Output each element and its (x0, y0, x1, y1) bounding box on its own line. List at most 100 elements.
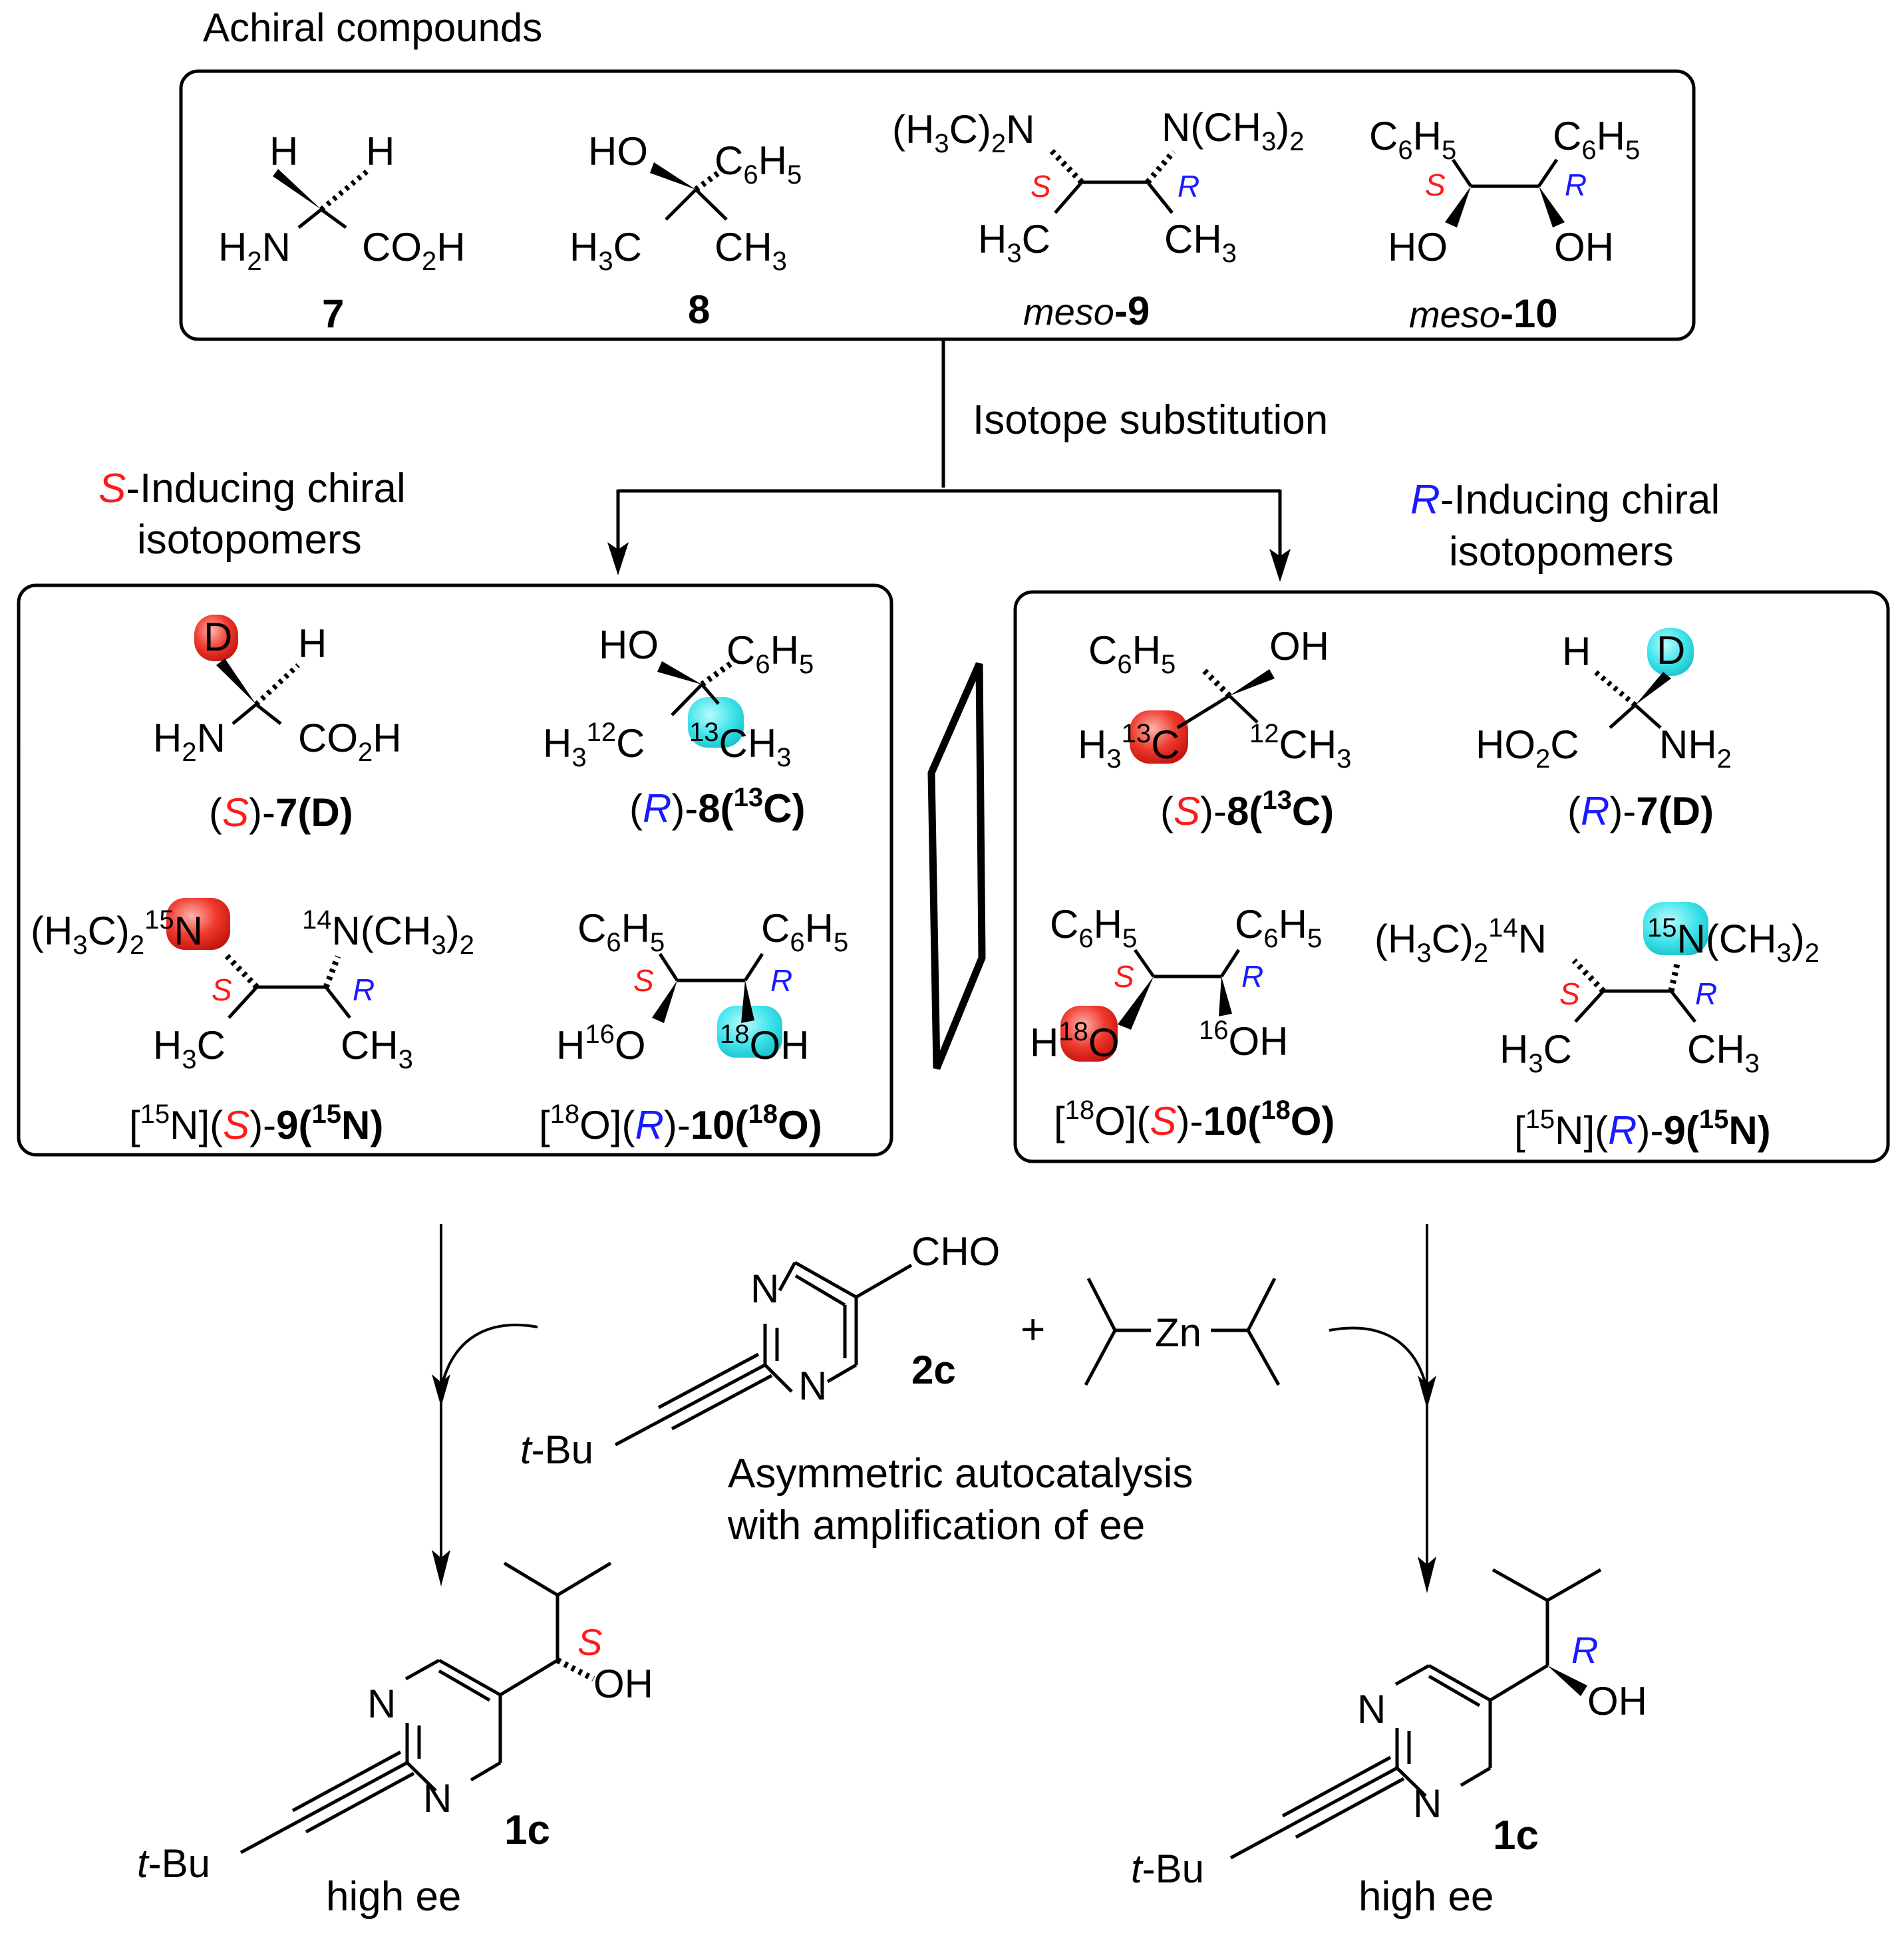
svg-text:C6H5: C6H5 (577, 906, 665, 957)
svg-text:(H3C)215N: (H3C)215N (31, 905, 203, 960)
svg-text:13CH3: 13CH3 (689, 718, 791, 772)
compound-meso-10-label: meso-10 (1409, 291, 1558, 336)
svg-text:HO: HO (1388, 225, 1448, 269)
s-isotopomer-8-13C: HO C6H5 H312C 13CH3 (R)-8(13C) (543, 623, 814, 831)
svg-text:C6H5: C6H5 (1235, 902, 1322, 953)
svg-text:18OH: 18OH (720, 1020, 810, 1068)
svg-text:R: R (1241, 959, 1263, 994)
svg-text:H3C: H3C (153, 1023, 226, 1074)
r-inducing-heading: R-Inducing chiral (1410, 477, 1720, 523)
compound-7: H H H2N CO2H 7 (218, 129, 466, 336)
svg-text:CO2H: CO2H (362, 225, 466, 276)
svg-text:CO2H: CO2H (298, 716, 402, 767)
svg-text:S: S (577, 1621, 602, 1663)
compound-8: HO C6H5 H3C CH3 8 (569, 129, 802, 332)
svg-text:R: R (1695, 976, 1717, 1011)
r-isotopomer-7D-label: (R)-7(D) (1567, 789, 1714, 833)
svg-text:CH3: CH3 (714, 225, 787, 276)
svg-text:C6H5: C6H5 (726, 628, 814, 679)
svg-text:N: N (367, 1682, 396, 1726)
svg-text:R: R (770, 963, 792, 998)
r-isotopomer-7D: D H HO2C NH2 (R)-7(D) (1476, 628, 1732, 833)
r-isotopomer-9-15N: (H3C)214N 15N(CH3)2 S R H3C CH3 [15N](R)… (1374, 902, 1820, 1153)
isotope-substitution-label: Isotope substitution (973, 397, 1328, 443)
svg-text:12CH3: 12CH3 (1249, 719, 1351, 774)
svg-text:R: R (1178, 169, 1199, 204)
product-1c-s-note: high ee (326, 1874, 461, 1920)
svg-text:H16O: H16O (556, 1020, 646, 1068)
autocatalysis-caption-2: with amplification of ee (727, 1503, 1145, 1549)
svg-text:H: H (366, 129, 395, 174)
svg-text:14N(CH3)2: 14N(CH3)2 (302, 905, 474, 960)
product-1c-r: OH R N N t-Bu 1c high ee (1131, 1568, 1647, 1920)
product-1c-r-label: 1c (1493, 1813, 1539, 1859)
svg-text:(H3C)2N: (H3C)2N (892, 107, 1034, 158)
s-isotopomer-box (17, 583, 893, 1157)
r-inducing-heading-2: isotopomers (1449, 529, 1674, 575)
svg-text:16OH: 16OH (1199, 1016, 1289, 1064)
s-isotopomer-9-15N: (H3C)215N 14N(CH3)2 S R H3C CH3 [15N](S)… (31, 898, 474, 1147)
r-isotopomer-box (1013, 590, 1890, 1163)
svg-text:S: S (212, 972, 232, 1007)
svg-text:R: R (1565, 168, 1587, 202)
s-isotopomer-7D: D H H2N CO2H (S)-7(D) (153, 615, 402, 835)
oxygen18-highlight-red (1060, 1006, 1118, 1062)
aldehyde-2c: N N CHO t-Bu 2c (520, 1229, 1000, 1472)
s-isotopomer-9-15N-label: [15N](S)-9(15N) (129, 1100, 383, 1147)
s-isotopomer-10-18O-label: [18O](R)-10(18O) (539, 1100, 822, 1147)
svg-text:HO2C: HO2C (1476, 722, 1579, 774)
carbon13-highlight (688, 697, 744, 748)
svg-text:H: H (298, 621, 327, 666)
svg-text:D: D (1657, 628, 1685, 672)
svg-text:D: D (204, 615, 232, 659)
svg-text:R: R (1571, 1629, 1598, 1671)
s-isotopomer-7D-label: (S)-7(D) (209, 790, 353, 835)
svg-text:H3C: H3C (978, 217, 1050, 268)
svg-text:S: S (1425, 168, 1446, 202)
svg-text:C6H5: C6H5 (1553, 114, 1640, 165)
svg-text:H: H (1562, 629, 1591, 674)
compound-meso-9: (H3C)2N N(CH3)2 S R H3C CH3 meso-9 (892, 105, 1304, 333)
compound-7-label: 7 (322, 291, 344, 336)
svg-text:R: R (353, 972, 375, 1007)
svg-text:15N(CH3)2: 15N(CH3)2 (1647, 913, 1820, 968)
svg-text:N: N (423, 1776, 452, 1821)
r-isotopomer-8-13C: C6H5 OH H313C 12CH3 (S)-8(13C) (1078, 624, 1351, 833)
mirror-plane (927, 662, 986, 1070)
compound-8-label: 8 (688, 287, 710, 332)
r-isotopomer-10-18O-label: [18O](S)-10(18O) (1054, 1096, 1335, 1143)
svg-text:CH3: CH3 (1164, 217, 1237, 268)
svg-text:CH3: CH3 (1687, 1027, 1760, 1078)
carbon13-highlight-red (1130, 710, 1188, 764)
deuterium-highlight-cyan (1647, 628, 1694, 676)
svg-text:C6H5: C6H5 (1369, 114, 1456, 165)
achiral-box (179, 69, 1696, 341)
svg-text:S: S (1114, 959, 1134, 994)
left-reaction-arrow (432, 1224, 538, 1586)
svg-text:(H3C)214N: (H3C)214N (1374, 913, 1547, 968)
svg-text:OH: OH (1269, 624, 1329, 669)
deuterium-highlight (194, 615, 238, 661)
product-1c-s: OH S N N t-Bu 1c high ee (137, 1561, 653, 1920)
svg-text:C6H5: C6H5 (761, 906, 848, 957)
achiral-heading: Achiral compounds (203, 5, 542, 50)
aldehyde-2c-label: 2c (911, 1348, 956, 1392)
nitrogen15-highlight-cyan (1643, 902, 1708, 955)
autocatalysis-caption-1: Asymmetric autocatalysis (728, 1451, 1193, 1497)
svg-text:N: N (1357, 1687, 1386, 1731)
svg-text:H313C: H313C (1078, 719, 1180, 774)
nitrogen15-highlight (166, 898, 230, 950)
svg-text:OH: OH (1554, 225, 1614, 269)
svg-text:S: S (1031, 169, 1051, 204)
compound-meso-9-label: meso-9 (1023, 289, 1150, 333)
svg-text:H2N: H2N (218, 225, 291, 276)
svg-text:HO: HO (588, 129, 648, 174)
svg-text:C6H5: C6H5 (714, 138, 802, 190)
product-1c-s-label: 1c (504, 1807, 550, 1853)
svg-text:C6H5: C6H5 (1088, 628, 1176, 679)
oxygen18-highlight (717, 1006, 782, 1058)
svg-text:H: H (269, 129, 298, 174)
svg-text:t-Bu: t-Bu (520, 1427, 593, 1472)
svg-text:t-Bu: t-Bu (1131, 1847, 1204, 1891)
svg-text:NH2: NH2 (1659, 722, 1732, 774)
